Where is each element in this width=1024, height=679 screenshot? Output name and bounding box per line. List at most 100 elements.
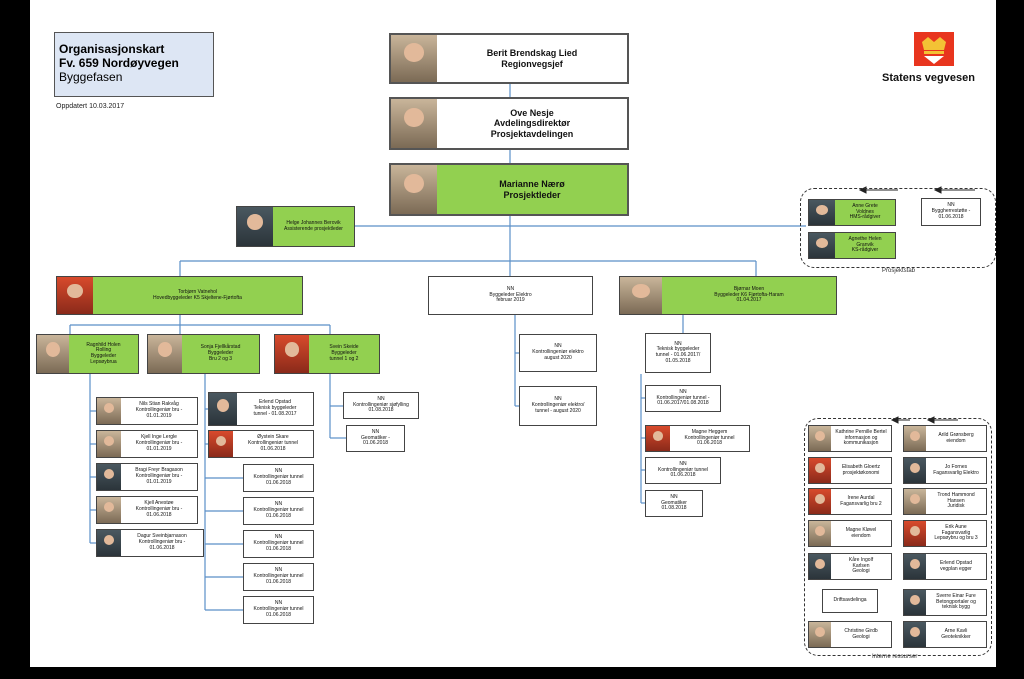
node-scope: Bru 2 og 3 (208, 355, 233, 362)
node-assistant-project-leader: Helge Johannes Berovik Assisterende pros… (236, 206, 355, 247)
node-name: Berit Brendskag Lied (486, 48, 578, 59)
person-photo (904, 554, 926, 579)
node-name: Nils Stian Rakvåg (139, 401, 179, 408)
node-name: NN (554, 396, 562, 403)
node-name: Ove Nesje (510, 107, 554, 118)
resource-role: Geoteknikker (941, 633, 971, 640)
connector-lines (69, 84, 975, 611)
resource-name: Erik Aune (945, 523, 967, 530)
node-role: Kontrollingeniør elektro (532, 349, 584, 356)
node-role: Byggeleder K6 Fjørtofta-Haram (714, 291, 784, 298)
node-region-director: Berit Brendskag Lied Regionvegsjef (389, 33, 629, 84)
node-name: Granvik (856, 241, 874, 248)
node-date: 01.06.2018 (670, 472, 696, 479)
node-role: Kontrollingeniør tunnel (684, 434, 735, 441)
node-date: 01.06.2018 (146, 511, 172, 518)
node-date: februar 2019 (496, 297, 525, 304)
person-photo (904, 426, 926, 451)
node-date: 01.06.2018 (696, 440, 723, 447)
node-role: Kontrollingeniør tunnel (253, 474, 304, 481)
node-role: Kontrollingeniør tunnel (247, 440, 299, 447)
node-main-construction-manager: Torbjørn Vatnehol Hovedbyggeleder K5 Skj… (56, 276, 303, 315)
resource-name: Sverre Einar Fure (936, 592, 976, 599)
resource-name: Magne Kløvel (845, 526, 877, 533)
node-client-support: NN Byggherrestøtte - 01.06.2018 (921, 198, 981, 226)
node-date: 01.01.2019 (146, 445, 172, 452)
node-role: KS-rådgiver (851, 247, 879, 254)
resource-role: Geologi (852, 633, 870, 640)
node-role: Geomatiker - (361, 434, 390, 441)
node-role: Prosjektleder (503, 189, 561, 200)
person-photo (809, 622, 831, 647)
node-date: 01.06.2018 (265, 479, 292, 486)
node-role: Kontrollingeniør bru - (135, 407, 183, 414)
node-date: 01.06.2018 (265, 512, 292, 519)
person-photo (904, 622, 926, 647)
resource-name: Arne Kavli (944, 627, 968, 634)
node-name: Marianne Nærø (499, 179, 565, 190)
statens-vegvesen-logo-icon (914, 32, 954, 66)
resource-role: eiendom (851, 532, 871, 539)
resource-role: prosjektøkonomi (842, 469, 880, 476)
node-role: Kontrollingeniør tunnel (253, 507, 304, 514)
node-date: 01.06.2017/01.08.2018 (657, 400, 709, 407)
resource-role: informasjon og (844, 434, 878, 441)
node-name: NN (274, 567, 283, 574)
node-date: 01.06.2018 (265, 611, 292, 618)
person-photo (809, 489, 831, 514)
resource-name: Kåre Ingolf (848, 556, 874, 563)
node-role: Byggeleder (331, 350, 357, 357)
node-role: Kontrollingeniør tunnel (253, 540, 304, 547)
resource-role: Fagansvarlig Elektro (933, 469, 979, 476)
resource-name: Jo Fornes (944, 463, 968, 470)
person-photo (391, 35, 437, 82)
node-hms-advisor: Anne Grete Voldnes HMS-rådgiver (808, 199, 896, 226)
resource-role: Juridisk (947, 503, 965, 510)
person-photo (646, 426, 670, 451)
node-role: Geomatiker (661, 499, 687, 506)
node-role: Kontrollingeniør sjøfylling (353, 401, 409, 408)
node-date: 01.06.2018 (265, 545, 292, 552)
node-k6-construction-manager: Bjørnar Moen Byggeleder K6 Fjørtofta-Har… (619, 276, 837, 315)
node-name: Sonja Fjellkårstad (200, 344, 241, 351)
resource-role: Hansen (947, 497, 965, 504)
node-project-leader: Marianne Nærø Prosjektleder (389, 163, 629, 216)
node-date: 01.06.2018 (938, 213, 964, 220)
node-scope: Lepsøybrua (90, 358, 117, 365)
node-name: Rolling (95, 347, 112, 354)
person-photo (809, 426, 831, 451)
node-role: Regionvegsjef (501, 58, 563, 69)
person-photo (97, 530, 121, 556)
person-photo (97, 497, 121, 523)
node-date: tunnel - august 2020 (535, 407, 581, 414)
node-date: 01.01.2019 (146, 412, 172, 419)
resource-role: Geologi (852, 568, 870, 575)
title-line-2: Fv. 659 Nordøyvegen (59, 56, 179, 70)
person-photo (275, 335, 309, 373)
resource-unit: Driftsavdelinga (822, 589, 878, 613)
resource-role: eiendom (946, 437, 966, 444)
person-photo (97, 464, 121, 490)
node-role: Teknisk byggeleder (656, 346, 700, 353)
node-name: NN (670, 493, 678, 500)
resource-role: Betongportaler og (936, 598, 976, 605)
resource-name: Kathrine Pernille Bertel (835, 428, 887, 435)
